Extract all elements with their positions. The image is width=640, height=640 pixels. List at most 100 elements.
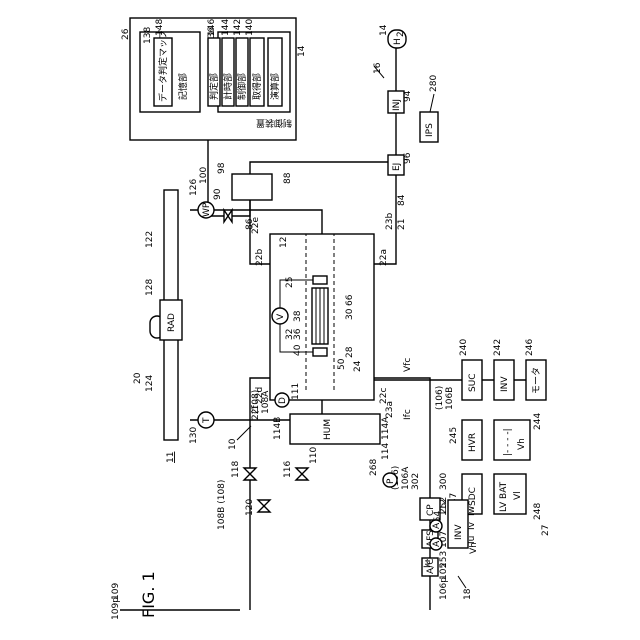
iv-box-label: Iv <box>467 521 477 530</box>
ref-106p: 106p <box>439 577 449 600</box>
hum-label: HUM <box>323 419 333 440</box>
ref-30: 30 <box>345 308 355 320</box>
d-label: D <box>278 397 288 404</box>
ref-24: 24 <box>353 360 363 372</box>
iu-box-label: Iu <box>467 536 477 544</box>
recirculation-line <box>250 162 388 174</box>
ref-12: 12 <box>279 237 289 248</box>
calc-label: 演算部 <box>269 73 281 100</box>
valve-118 <box>244 468 256 480</box>
ref-122: 122 <box>145 231 155 248</box>
ref-300: 300 <box>439 473 449 490</box>
lv-bat-label: LV BAT <box>499 481 509 512</box>
ref-106b: 106B <box>445 387 455 410</box>
ref-118: 118 <box>231 461 241 478</box>
ref-38: 38 <box>293 310 303 322</box>
ref-108a: 108A <box>261 390 271 414</box>
ref-108a-sub: (108) <box>251 390 261 414</box>
ref-144: 144 <box>221 19 231 36</box>
ref-302: 302 <box>411 473 421 490</box>
map-label: データ判定マップ <box>157 30 169 102</box>
rad-label: RAD <box>167 313 177 332</box>
acquire-label: 取得部 <box>251 73 263 100</box>
ref-88: 88 <box>283 172 293 184</box>
vfc-label: Vfc <box>403 358 413 372</box>
ref-138: 138 <box>143 27 153 44</box>
sdc-label: SDC <box>468 487 478 506</box>
ref-280: 280 <box>429 75 439 92</box>
ref-130: 130 <box>189 427 199 444</box>
ref-110: 110 <box>309 447 319 464</box>
motor-label: モータ <box>531 367 542 394</box>
t-label: T <box>202 417 212 424</box>
ref-32: 32 <box>285 329 295 340</box>
ref-109p: 109p <box>111 597 121 620</box>
ref-140: 140 <box>245 19 255 36</box>
inv-motor-label: INV <box>454 524 464 540</box>
leader-10 <box>237 426 251 440</box>
ref-100: 100 <box>199 167 209 184</box>
gas-liquid-separator <box>232 174 272 200</box>
wp-label: WP <box>202 202 212 217</box>
leader-18 <box>458 576 466 588</box>
ref-120: 120 <box>245 499 255 516</box>
ref-268: 268 <box>369 459 379 476</box>
ref-40: 40 <box>293 344 303 356</box>
controller-title: 制御装置 <box>256 117 292 129</box>
ref-90: 90 <box>213 188 223 200</box>
ref-23a: 23a <box>385 401 395 418</box>
ref-66: 66 <box>345 294 355 306</box>
judge-label: 判定部 <box>208 73 220 100</box>
ref-14: 14 <box>297 45 307 57</box>
ref-28: 28 <box>345 346 355 358</box>
ref-106a: 106A <box>401 466 411 490</box>
battery-cells: |- - - -| <box>503 428 513 456</box>
h2-label: H <box>393 38 403 45</box>
ref-10: 10 <box>228 438 238 450</box>
ref-20: 20 <box>133 372 143 384</box>
ref-18: 18 <box>463 588 473 600</box>
ips-label: IPS <box>425 123 435 137</box>
ifc-label: Ifc <box>403 409 413 420</box>
leader-280 <box>430 94 434 112</box>
ref-11: 11 <box>166 452 176 463</box>
ref-128: 128 <box>145 279 155 296</box>
ref-14-b: 14 <box>379 24 389 36</box>
ref-248: 248 <box>533 503 543 520</box>
valve-120 <box>258 500 270 512</box>
ref-25: 25 <box>285 277 295 288</box>
ref-240: 240 <box>459 339 469 356</box>
ref-27: 27 <box>541 525 551 536</box>
ref-116: 116 <box>283 461 293 478</box>
drain-valve <box>224 210 232 222</box>
storage-label: 記憶部 <box>177 73 189 100</box>
timer-label: 計時部 <box>222 73 234 100</box>
ref-108b: 108B (108) <box>217 480 227 530</box>
valve-116 <box>296 468 308 480</box>
iw-box-label: Iw <box>467 506 477 516</box>
ref-96: 96 <box>403 152 413 164</box>
meter-v-label: V <box>276 313 286 320</box>
ref-124: 124 <box>145 375 155 392</box>
ref-50: 50 <box>337 358 347 370</box>
ref-21: 21 <box>397 219 407 230</box>
a-label-2: A <box>432 522 442 529</box>
iu-label: Iu <box>423 560 433 568</box>
ref-253: 253 <box>439 551 449 568</box>
ref-84: 84 <box>397 194 407 206</box>
ref-86: 86 <box>245 218 255 230</box>
ref-126: 126 <box>189 179 199 196</box>
figure-label: FIG. 1 <box>139 571 158 618</box>
inj-label: INJ <box>392 99 402 111</box>
hvr-label: HVR <box>468 433 478 452</box>
ref-245: 245 <box>449 427 459 444</box>
p-label: P <box>386 478 396 484</box>
ref-246: 246 <box>525 339 535 356</box>
ref-148: 148 <box>155 19 165 36</box>
ref-26: 26 <box>121 28 131 40</box>
ref-114a: 114A <box>381 416 391 440</box>
ref-111: 111 <box>291 383 301 400</box>
ref-242: 242 <box>493 339 503 356</box>
